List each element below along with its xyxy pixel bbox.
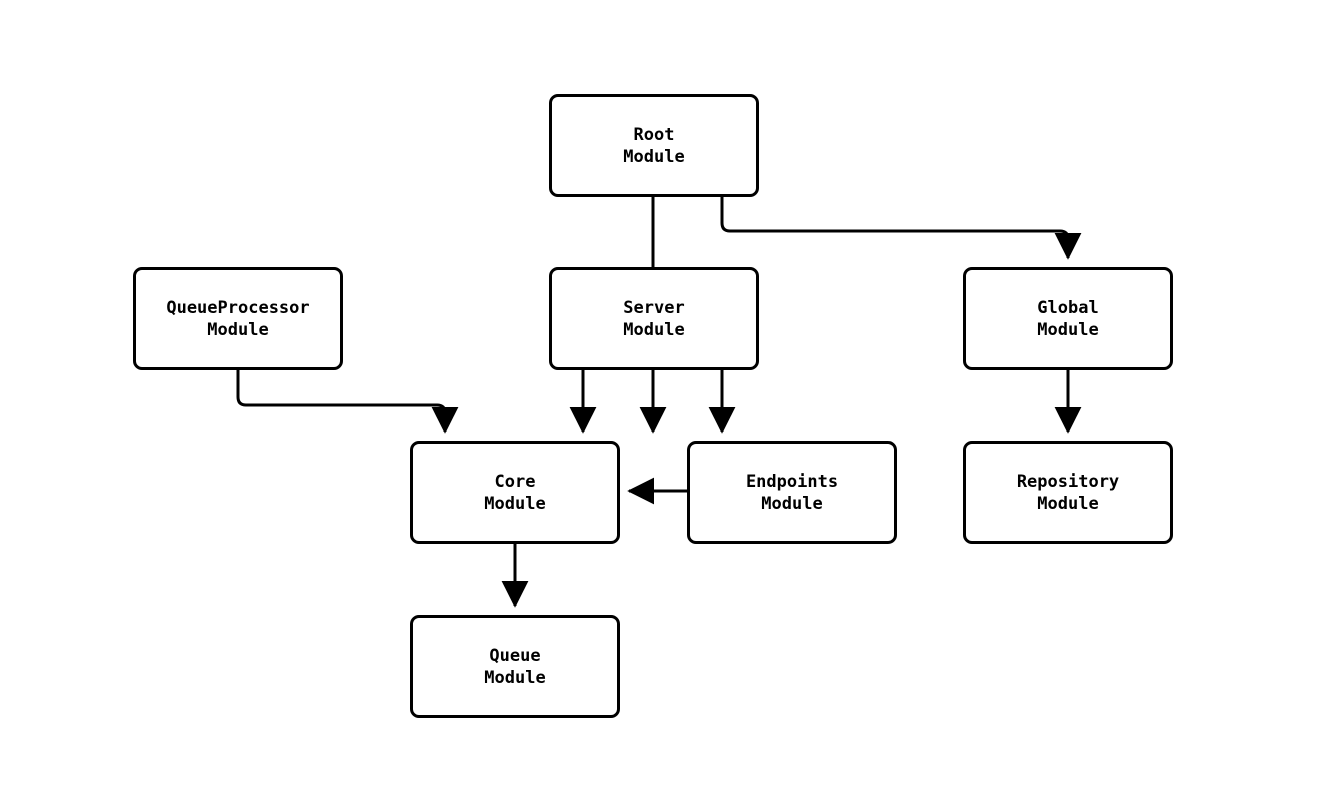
node-server-subtitle: Module xyxy=(623,319,685,340)
node-repository-subtitle: Module xyxy=(1037,493,1099,514)
node-core-title: Core xyxy=(494,471,536,492)
edge-root-global xyxy=(720,197,1082,260)
node-queue-subtitle: Module xyxy=(484,667,546,688)
node-global-subtitle: Module xyxy=(1037,319,1099,340)
node-queueprocessor-title: QueueProcessor xyxy=(166,297,310,318)
node-server-title: Server xyxy=(623,297,685,318)
edge-queueprocessor-core xyxy=(236,370,459,434)
node-queueprocessor-subtitle: Module xyxy=(207,319,269,340)
node-core-subtitle: Module xyxy=(484,493,546,514)
node-repository-title: Repository xyxy=(1016,471,1120,492)
node-endpoints-title: Endpoints xyxy=(745,471,839,492)
node-queue-title: Queue xyxy=(489,645,541,666)
node-root-subtitle: Module xyxy=(623,146,685,167)
node-root-title: Root xyxy=(633,124,675,145)
node-global-title: Global xyxy=(1037,297,1099,318)
node-endpoints-subtitle: Module xyxy=(761,493,823,514)
